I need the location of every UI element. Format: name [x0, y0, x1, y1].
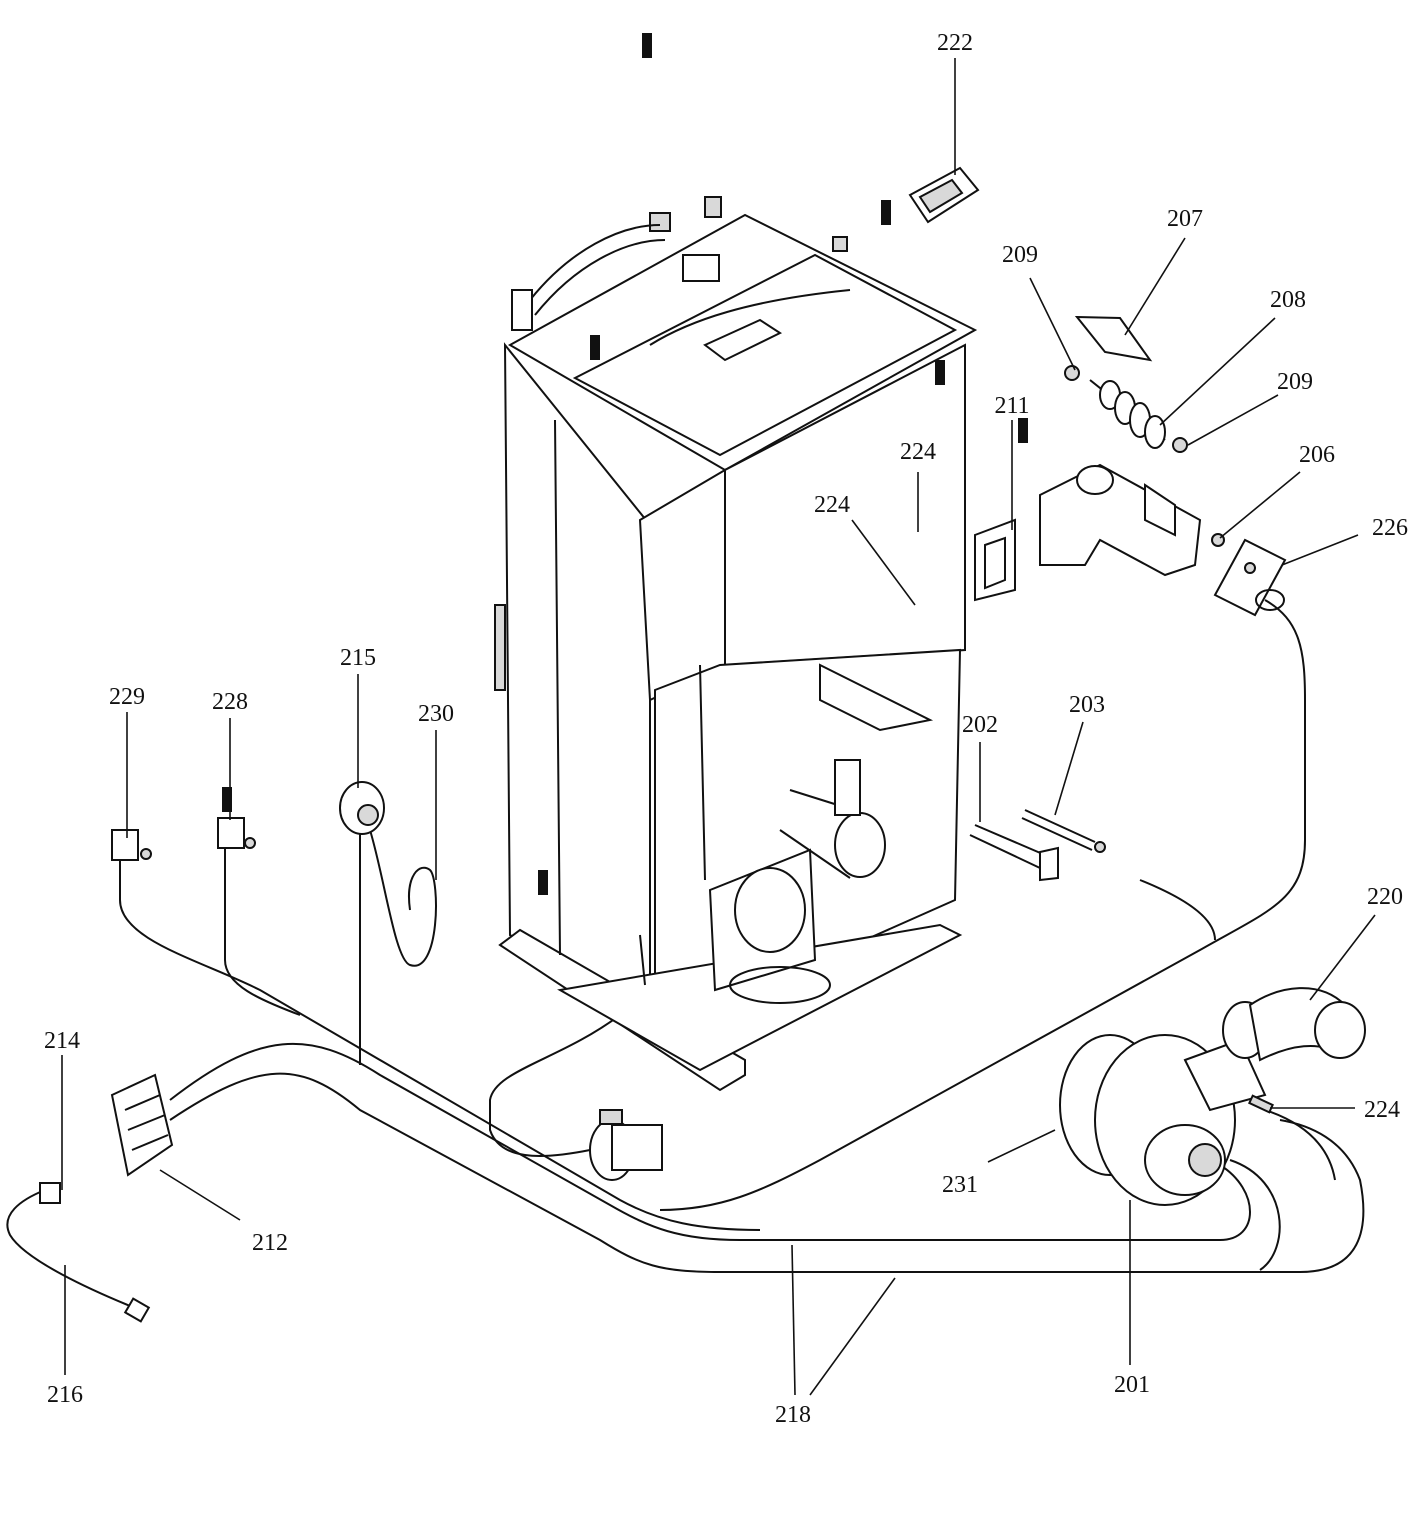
callout-202: 202	[962, 712, 998, 738]
registration-marks	[222, 33, 1028, 895]
callout-218: 218	[775, 1402, 811, 1428]
callout-220: 220	[1367, 884, 1403, 910]
callout-216: 216	[47, 1382, 83, 1408]
callout-labels: 222 207 209 208 209 211 206 226 224 224 …	[44, 30, 1408, 1428]
boiler-body	[494, 196, 978, 1092]
pressure-switch-part	[339, 781, 385, 835]
bearing-part	[1172, 437, 1188, 453]
callout-203: 203	[1069, 692, 1105, 718]
callout-226: 226	[1372, 515, 1408, 541]
callout-228: 228	[212, 689, 248, 715]
parts	[39, 166, 1366, 1323]
control-panel-part	[908, 166, 980, 224]
callout-224-top: 224	[900, 439, 936, 465]
sensor-229-part	[111, 829, 152, 861]
auger-cover-part	[1074, 315, 1153, 362]
callout-214: 214	[44, 1028, 80, 1054]
elbow-pipe-part	[1222, 987, 1366, 1062]
callout-201: 201	[1114, 1372, 1150, 1398]
callout-212: 212	[252, 1230, 288, 1256]
sensor-228-part	[217, 817, 256, 849]
small-sensor-224-part	[1248, 1094, 1274, 1114]
callout-206: 206	[1299, 442, 1335, 468]
callout-207: 207	[1167, 206, 1203, 232]
leader-lines	[61, 58, 1376, 1396]
callout-215: 215	[340, 645, 376, 671]
bearing-part	[1064, 365, 1080, 381]
gasket-part	[974, 518, 1016, 602]
feeder-assembly	[1039, 463, 1202, 577]
switch-214-part	[39, 1182, 61, 1204]
callout-209-lower: 209	[1277, 369, 1313, 395]
auger-screw-part	[1089, 379, 1166, 449]
circulation-pump-part	[589, 1109, 663, 1181]
callout-208: 208	[1270, 287, 1306, 313]
ignition-tube-part	[969, 824, 1059, 882]
plug-part	[123, 1297, 151, 1323]
callout-211: 211	[994, 393, 1029, 419]
control-board-part	[110, 1073, 174, 1177]
callout-230: 230	[418, 701, 454, 727]
callout-224-middle: 224	[814, 492, 850, 518]
callout-229: 229	[109, 684, 145, 710]
blower-fan-part	[1059, 1034, 1267, 1206]
callout-231: 231	[942, 1172, 978, 1198]
callout-209-upper: 209	[1002, 242, 1038, 268]
callout-222: 222	[937, 30, 973, 56]
probe-part	[1021, 809, 1106, 853]
feeder-motor-part	[1213, 538, 1287, 617]
wiring-harness	[6, 599, 1365, 1311]
callout-224-right: 224	[1364, 1097, 1400, 1123]
